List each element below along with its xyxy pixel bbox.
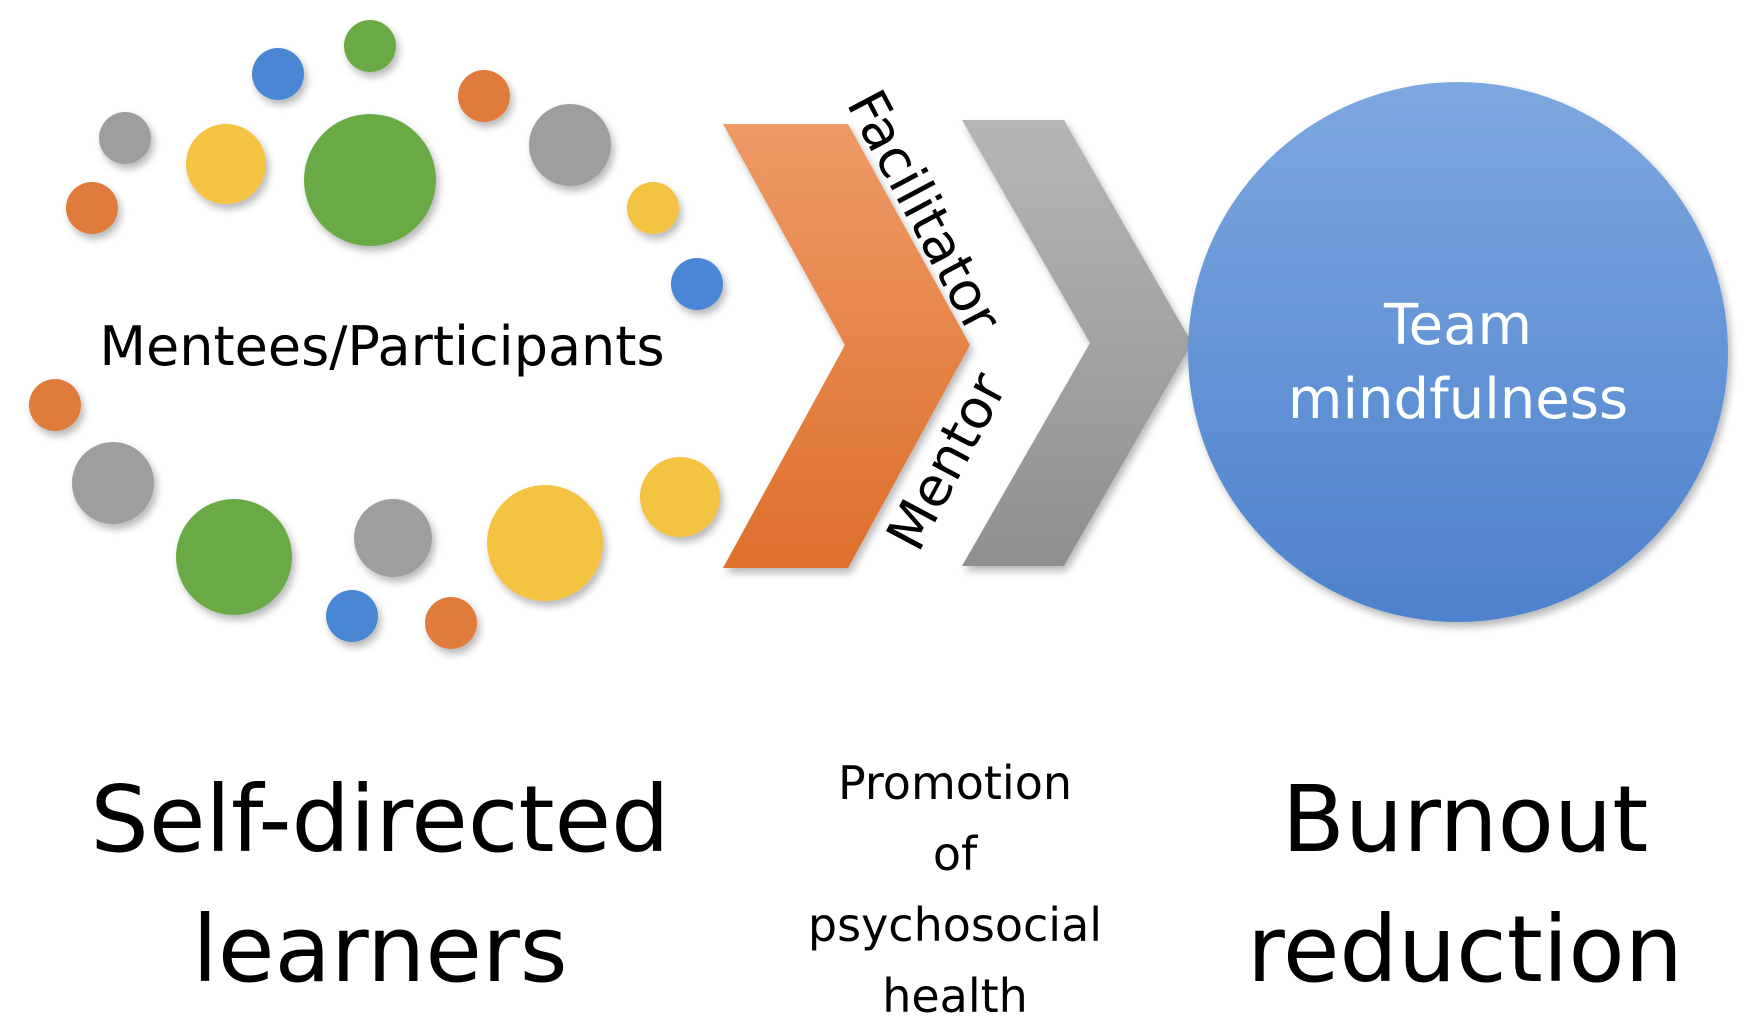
- gray-bubble: [72, 442, 154, 524]
- caption-right-line2: reduction: [1247, 896, 1683, 1003]
- outcome-circle-line2: mindfulness: [1288, 367, 1628, 432]
- orange-bubble: [29, 379, 81, 431]
- caption-middle-line2: of: [932, 827, 978, 881]
- green-bubble: [176, 499, 292, 615]
- blue-bubble: [252, 48, 304, 100]
- caption-self-directed-learners: Self-directed learners: [30, 755, 730, 1015]
- facilitator-chevron: [723, 124, 970, 568]
- gray-bubble: [529, 104, 611, 186]
- caption-middle-line4: health: [882, 969, 1028, 1023]
- caption-middle-line3: psychosocial: [807, 898, 1103, 952]
- caption-right-line1: Burnout: [1281, 766, 1649, 873]
- green-bubble: [304, 114, 436, 246]
- caption-left-line1: Self-directed: [90, 766, 670, 873]
- yellow-bubble: [640, 457, 720, 537]
- gray-bubble: [99, 112, 151, 164]
- orange-bubble: [425, 597, 477, 649]
- mentor-chevron: [962, 120, 1192, 566]
- yellow-bubble: [627, 182, 679, 234]
- outcome-circle-line1: Team: [1383, 293, 1532, 358]
- orange-bubble: [66, 182, 118, 234]
- orange-bubble: [458, 70, 510, 122]
- participants-label: Mentees/Participants: [99, 315, 664, 378]
- yellow-bubble: [186, 124, 266, 204]
- yellow-bubble: [487, 485, 603, 601]
- blue-bubble: [326, 590, 378, 642]
- caption-left-line2: learners: [192, 896, 568, 1003]
- participant-bubbles: [29, 20, 723, 649]
- outcome-circle: [1188, 82, 1728, 622]
- caption-burnout-reduction: Burnout reduction: [1200, 755, 1730, 1015]
- caption-promotion-psychosocial-health: Promotion of psychosocial health: [790, 748, 1120, 1032]
- caption-middle-line1: Promotion: [837, 756, 1073, 810]
- gray-bubble: [354, 499, 432, 577]
- blue-bubble: [671, 258, 723, 310]
- green-bubble: [344, 20, 396, 72]
